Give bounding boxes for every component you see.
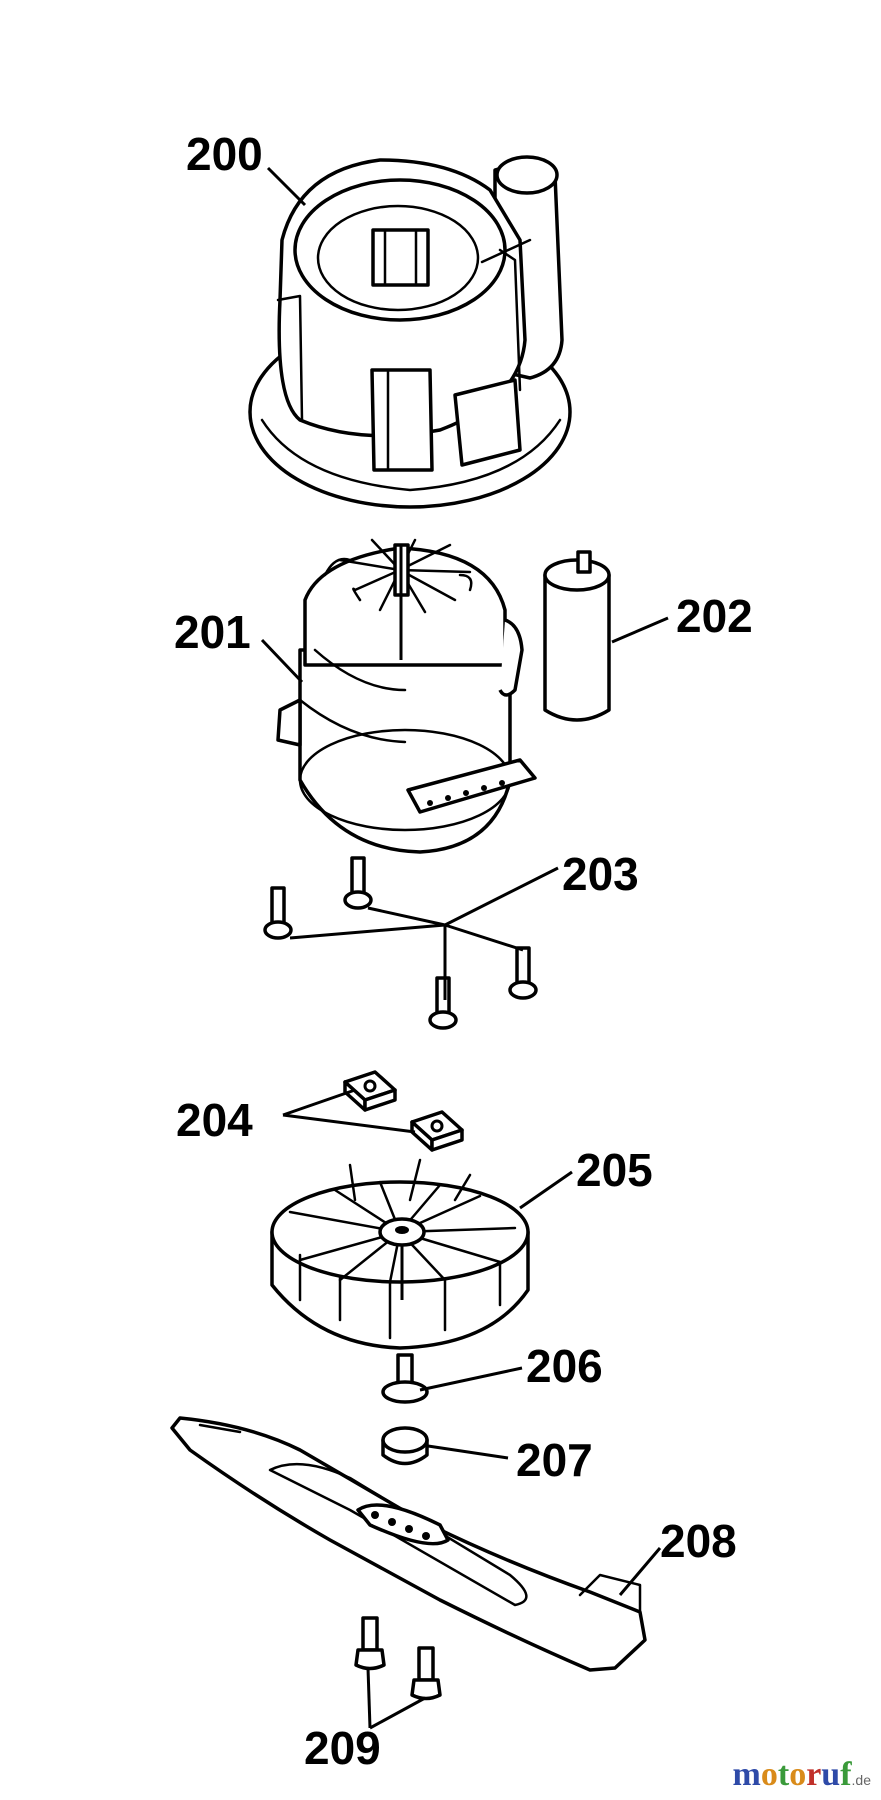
logo-letter: r xyxy=(806,1756,822,1793)
bolts-209 xyxy=(354,1616,442,1701)
leader-lines xyxy=(260,166,669,1730)
label-206: 206 xyxy=(526,1340,603,1392)
screws-203 xyxy=(263,856,538,1030)
logo-letter: m xyxy=(732,1756,761,1793)
label-204: 204 xyxy=(176,1094,253,1146)
fan-205 xyxy=(270,1158,530,1350)
capacitor-202 xyxy=(543,550,611,722)
label-200: 200 xyxy=(186,128,263,180)
screw-203-b xyxy=(343,856,373,910)
label-207: 207 xyxy=(516,1434,593,1486)
screw-203-a xyxy=(263,886,293,940)
label-208: 208 xyxy=(660,1515,737,1567)
logo-letter: o xyxy=(789,1756,807,1793)
nut-204-a xyxy=(343,1070,397,1112)
motoruf-logo: motoruf.de xyxy=(733,1756,871,1794)
label-203: 203 xyxy=(562,848,639,900)
bolt-209-a xyxy=(354,1616,386,1671)
screw-203-d xyxy=(508,946,538,1000)
part-labels: 200 201 202 203 204 205 206 207 208 209 xyxy=(174,128,753,1774)
motor-housing-200 xyxy=(248,155,572,509)
bolt-209-b xyxy=(410,1646,442,1701)
bolt-206 xyxy=(381,1353,429,1404)
motor-201 xyxy=(276,538,537,854)
blade-208 xyxy=(170,1416,647,1672)
nut-204-b xyxy=(410,1110,464,1152)
label-205: 205 xyxy=(576,1144,653,1196)
logo-letter: t xyxy=(777,1756,790,1793)
label-201: 201 xyxy=(174,606,251,658)
nuts-204 xyxy=(343,1070,464,1152)
logo-letter: f xyxy=(840,1756,852,1793)
logo-suffix: .de xyxy=(851,1772,871,1788)
logo-letter: o xyxy=(760,1756,778,1793)
screw-203-c xyxy=(428,976,458,1030)
washer-207 xyxy=(381,1426,429,1466)
label-202: 202 xyxy=(676,590,753,642)
label-209: 209 xyxy=(304,1722,381,1774)
logo-letter: u xyxy=(821,1756,841,1793)
